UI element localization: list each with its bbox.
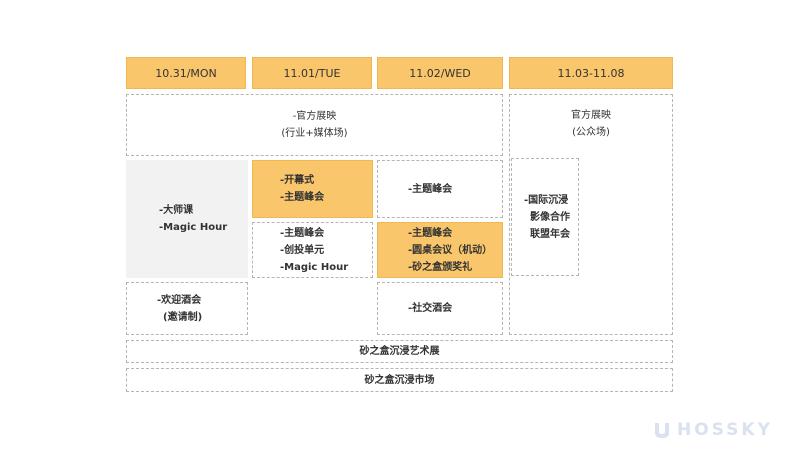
alliance-meeting-block: -国际沉浸 影像合作 联盟年会	[511, 158, 579, 276]
opening-block: -开幕式 -主题峰会	[252, 160, 373, 218]
magic-hour-item: -Magic Hour	[159, 222, 228, 233]
header-day-3: 11.02/WED	[377, 57, 503, 89]
social-reception-block: -社交酒会	[377, 282, 503, 335]
roundtable-item: -圆桌会议（机动）	[408, 244, 493, 256]
header-day-4: 11.03-11.08	[509, 57, 673, 89]
award-ceremony-item: -砂之盒颁奖礼	[408, 261, 473, 273]
wednesday-summit-block: -主题峰会	[377, 160, 503, 218]
wednesday-summit-2-item: -主题峰会	[408, 227, 453, 239]
venture-unit-item: -创投单元	[280, 244, 325, 256]
tuesday-magic-hour-item: -Magic Hour	[280, 261, 349, 273]
market-bar: 砂之盒沉浸市场	[126, 368, 673, 392]
screening-industry-block: -官方展映 (行业+媒体场)	[126, 94, 503, 156]
social-reception-item: -社交酒会	[408, 303, 453, 314]
alliance-line-2: 影像合作	[530, 211, 570, 223]
tuesday-summit-item: -主题峰会	[280, 227, 325, 239]
alliance-line-3: 联盟年会	[530, 228, 570, 240]
logo-icon	[655, 423, 669, 438]
screening-industry-title: -官方展映	[292, 111, 337, 122]
welcome-reception-item: -欢迎酒会	[157, 294, 202, 306]
alliance-line-1: -国际沉浸	[524, 194, 569, 206]
wednesday-events-block: -主题峰会 -圆桌会议（机动） -砂之盒颁奖礼	[377, 222, 503, 278]
tuesday-sessions-block: -主题峰会 -创投单元 -Magic Hour	[252, 222, 373, 278]
welcome-reception-block: -欢迎酒会 (邀请制)	[126, 282, 248, 335]
hossky-logo: HOSSKY	[652, 420, 773, 440]
screening-industry-note: (行业+媒体场)	[281, 128, 348, 139]
welcome-reception-note: (邀请制)	[163, 311, 203, 323]
screening-public-note: (公众场)	[572, 127, 610, 138]
screening-public-block: 官方展映 (公众场)	[509, 94, 673, 335]
masterclass-block: -大师课 -Magic Hour	[126, 160, 248, 278]
masterclass-item: -大师课	[159, 205, 194, 216]
header-day-2: 11.01/TUE	[252, 57, 372, 89]
screening-public-title: 官方展映	[571, 110, 611, 121]
logo-text: HOSSKY	[677, 420, 773, 440]
opening-summit-item: -主题峰会	[280, 192, 325, 203]
header-day-1: 10.31/MON	[126, 57, 246, 89]
art-exhibition-bar: 砂之盒沉浸艺术展	[126, 340, 673, 363]
wednesday-summit-item: -主题峰会	[408, 183, 453, 195]
opening-ceremony-item: -开幕式	[280, 175, 315, 186]
